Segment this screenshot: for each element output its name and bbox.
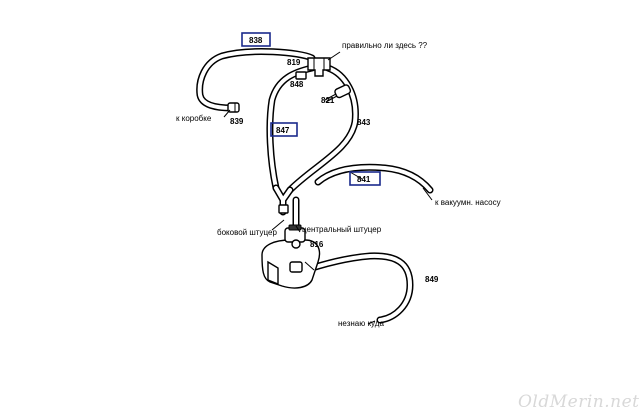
note-question: правильно ли здесь ?? <box>342 41 428 50</box>
part-number-821: 821 <box>321 96 335 105</box>
highlight-box-847 <box>270 122 298 137</box>
hose-849 <box>296 252 414 324</box>
part-number-838: 838 <box>249 36 263 45</box>
y-junction <box>272 184 300 232</box>
hose-843 <box>286 64 359 194</box>
part-number-843: 843 <box>357 118 371 127</box>
hose-841 <box>314 163 434 194</box>
note-to-vacuum-pump: к вакуумн. насосу <box>435 198 501 207</box>
note-central-fitting: центральный штуцер <box>302 225 382 234</box>
note-unknown: незнаю куда <box>338 319 384 328</box>
part-number-847: 847 <box>276 126 290 135</box>
highlight-box-841 <box>349 171 381 186</box>
part-number-841: 841 <box>357 175 371 184</box>
highlight-box-838 <box>241 32 271 47</box>
part-number-849: 849 <box>425 275 439 284</box>
watermark-logo: OldMerin.net <box>518 392 639 412</box>
note-to-box: к коробке <box>176 114 212 123</box>
part-number-839: 839 <box>230 117 244 126</box>
hose-end-839 <box>227 102 240 113</box>
leader-lines <box>223 51 433 325</box>
t-fitting-819 <box>307 57 331 77</box>
note-side-fitting: боковой штуцер <box>217 228 277 237</box>
part-number-848: 848 <box>290 80 304 89</box>
part-number-819: 819 <box>287 58 301 67</box>
hose-838 <box>196 48 316 112</box>
part-number-816: 816 <box>310 240 324 249</box>
bolt-821 <box>324 84 352 103</box>
connector-848 <box>295 71 307 80</box>
